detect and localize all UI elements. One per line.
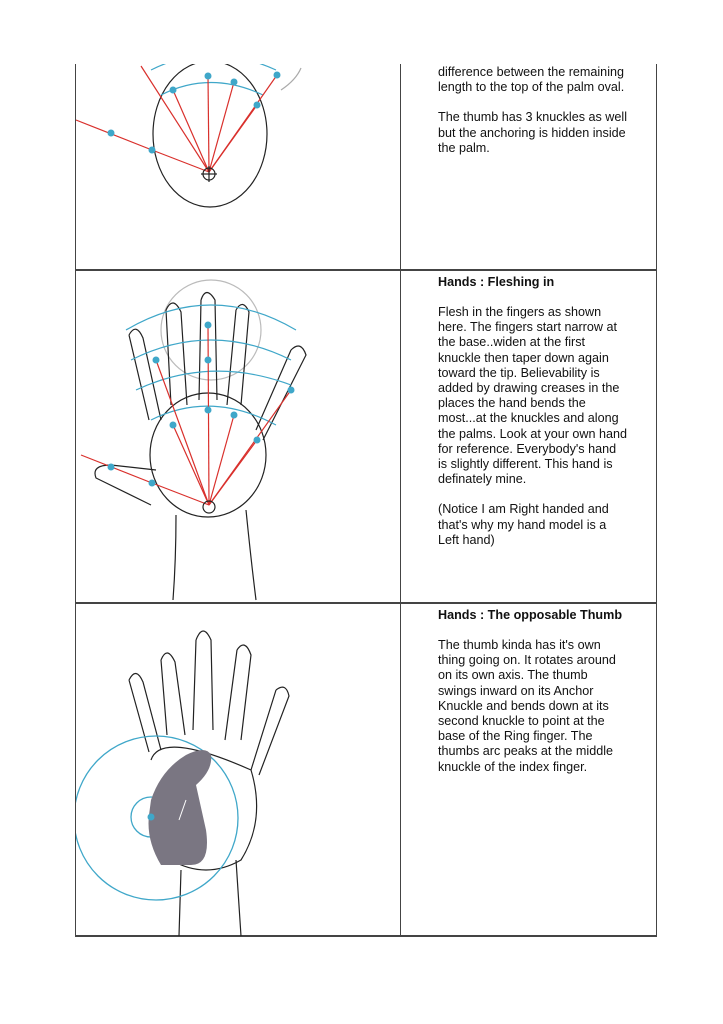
paragraph: (Notice I am Right handed and that's why… bbox=[438, 502, 609, 547]
table-row: Hands : The opposable Thumb The thumb ki… bbox=[76, 604, 656, 937]
paragraph: difference between the remaining length … bbox=[438, 65, 625, 95]
row-text: difference between the remaining length … bbox=[401, 64, 656, 269]
paragraph: The thumb has 3 knuckles as well but the… bbox=[438, 110, 627, 155]
row-text: Hands : Fleshing in Flesh in the fingers… bbox=[401, 271, 656, 602]
table-row: difference between the remaining length … bbox=[76, 64, 656, 271]
tutorial-table: difference between the remaining length … bbox=[75, 64, 657, 937]
section-title: Hands : Fleshing in bbox=[438, 275, 555, 289]
row-text: Hands : The opposable Thumb The thumb ki… bbox=[401, 604, 656, 935]
paragraph: Flesh in the fingers as shown here. The … bbox=[438, 305, 628, 487]
fleshing-in-illustration bbox=[76, 271, 401, 602]
palm-oval-illustration bbox=[76, 64, 401, 269]
paragraph: The thumb kinda has it's own thing going… bbox=[438, 638, 616, 774]
section-title: Hands : The opposable Thumb bbox=[438, 608, 623, 622]
table-row: Hands : Fleshing in Flesh in the fingers… bbox=[76, 271, 656, 604]
opposable-thumb-illustration bbox=[76, 604, 401, 937]
